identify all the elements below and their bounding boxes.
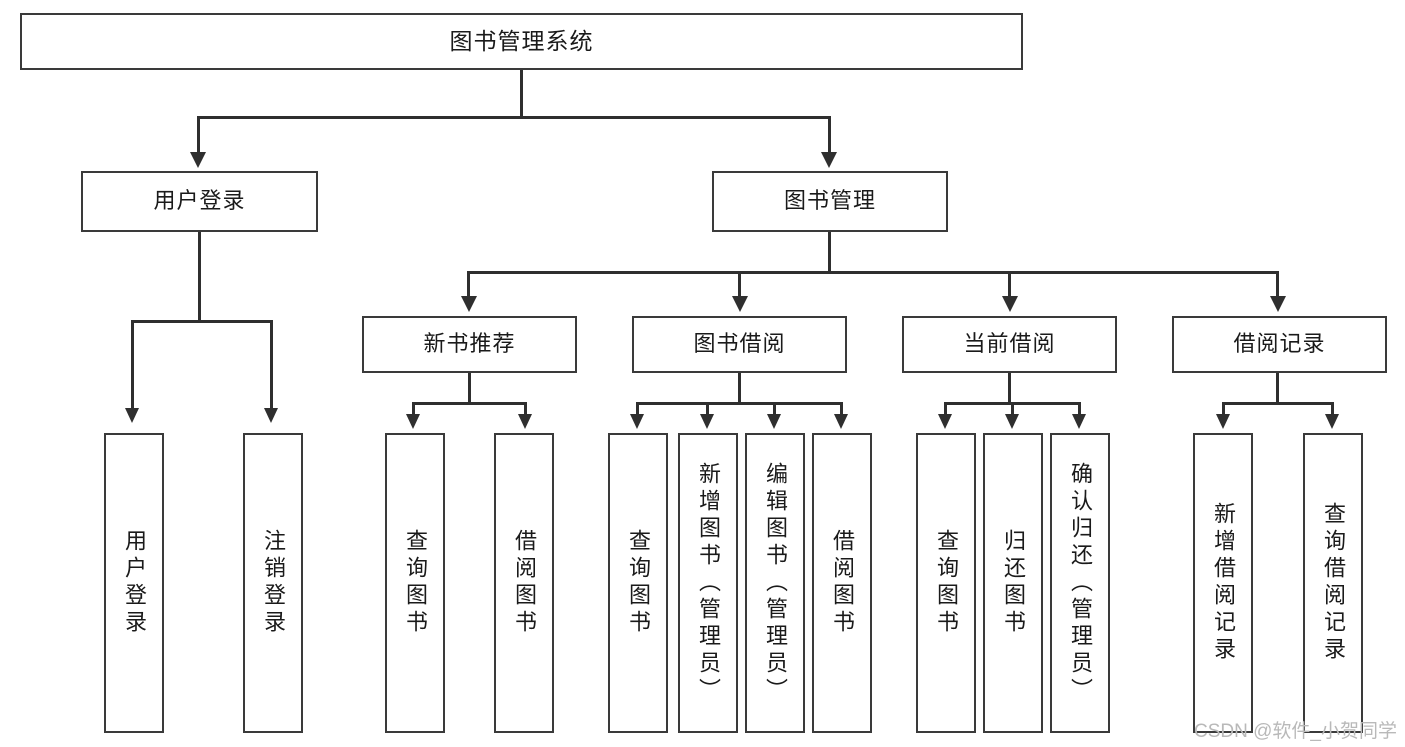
edge-borrow-record-bus — [1222, 402, 1334, 405]
edge-book-borrow-bus — [636, 402, 843, 405]
edge-new-book-bus — [412, 402, 527, 405]
edge-current-borrow-child-1 — [944, 402, 947, 416]
node-label: 当前借阅 — [963, 331, 1056, 357]
leaf-borrow-record-add[interactable]: 新增借阅记录 — [1193, 433, 1253, 733]
leaf-label: 查询图书 — [934, 529, 959, 637]
arrow-new-book-child-1 — [406, 414, 420, 429]
edge-book-borrow-child-4 — [840, 402, 843, 416]
leaf-user-login-logout[interactable]: 注销登录 — [243, 433, 303, 733]
leaf-label: 查询图书 — [403, 529, 428, 637]
leaf-label: 查询借阅记录 — [1321, 502, 1346, 664]
edge-book-mgmt-to-book-borrow — [738, 271, 741, 298]
edge-current-borrow-child-3 — [1078, 402, 1081, 416]
node-book-management[interactable]: 图书管理 — [712, 171, 948, 232]
edge-book-mgmt-to-current-borrow — [1008, 271, 1011, 298]
arrow-book-mgmt-to-new-book — [461, 296, 477, 312]
arrow-root-to-book-mgmt — [821, 152, 837, 168]
edge-book-mgmt-stem — [828, 232, 831, 273]
leaf-label: 确认归还（管理员） — [1068, 461, 1093, 705]
node-label: 图书借阅 — [693, 331, 786, 357]
arrow-book-borrow-child-2 — [700, 414, 714, 429]
edge-new-book-child-2 — [524, 402, 527, 416]
edge-book-borrow-child-3 — [773, 402, 776, 416]
edge-current-borrow-stem — [1008, 373, 1011, 404]
leaf-book-borrow-borrow[interactable]: 借阅图书 — [812, 433, 872, 733]
edge-user-login-stem — [198, 232, 201, 322]
edge-root-bus — [197, 116, 831, 119]
leaf-label: 用户登录 — [122, 529, 147, 637]
arrow-current-borrow-child-2 — [1005, 414, 1019, 429]
leaf-label: 注销登录 — [261, 529, 286, 637]
arrow-current-borrow-child-1 — [938, 414, 952, 429]
edge-borrow-record-child-1 — [1222, 402, 1225, 416]
edge-current-borrow-child-2 — [1011, 402, 1014, 416]
edge-user-login-child-2 — [270, 320, 273, 410]
arrow-book-borrow-child-4 — [834, 414, 848, 429]
edge-user-login-child-1 — [131, 320, 134, 410]
arrow-new-book-child-2 — [518, 414, 532, 429]
arrow-root-to-user-login — [190, 152, 206, 168]
node-root-system[interactable]: 图书管理系统 — [20, 13, 1023, 70]
arrow-book-mgmt-to-borrow-record — [1270, 296, 1286, 312]
leaf-label: 借阅图书 — [512, 529, 537, 637]
leaf-label: 新增借阅记录 — [1211, 502, 1236, 664]
edge-book-borrow-stem — [738, 373, 741, 404]
leaf-label: 查询图书 — [626, 529, 651, 637]
leaf-new-book-query[interactable]: 查询图书 — [385, 433, 445, 733]
leaf-book-borrow-query[interactable]: 查询图书 — [608, 433, 668, 733]
node-current-borrow[interactable]: 当前借阅 — [902, 316, 1117, 373]
leaf-borrow-record-query[interactable]: 查询借阅记录 — [1303, 433, 1363, 733]
leaf-new-book-borrow[interactable]: 借阅图书 — [494, 433, 554, 733]
edge-borrow-record-child-2 — [1331, 402, 1334, 416]
node-label: 图书管理系统 — [449, 27, 594, 54]
arrow-book-mgmt-to-current-borrow — [1002, 296, 1018, 312]
node-new-book-recommend[interactable]: 新书推荐 — [362, 316, 577, 373]
node-label: 新书推荐 — [423, 331, 516, 357]
arrow-book-borrow-child-3 — [767, 414, 781, 429]
arrow-user-login-child-2 — [264, 408, 278, 423]
node-label: 用户登录 — [153, 188, 246, 214]
edge-root-to-user-login — [197, 116, 200, 154]
leaf-label: 新增图书（管理员） — [696, 461, 721, 705]
leaf-label: 归还图书 — [1001, 529, 1026, 637]
edge-borrow-record-stem — [1276, 373, 1279, 404]
edge-root-to-book-mgmt — [828, 116, 831, 154]
arrow-borrow-record-child-1 — [1216, 414, 1230, 429]
arrow-borrow-record-child-2 — [1325, 414, 1339, 429]
leaf-book-borrow-edit[interactable]: 编辑图书（管理员） — [745, 433, 805, 733]
edge-new-book-child-1 — [412, 402, 415, 416]
leaf-user-login-login[interactable]: 用户登录 — [104, 433, 164, 733]
leaf-current-borrow-confirm-return[interactable]: 确认归还（管理员） — [1050, 433, 1110, 733]
node-book-borrow[interactable]: 图书借阅 — [632, 316, 847, 373]
arrow-current-borrow-child-3 — [1072, 414, 1086, 429]
edge-user-login-bus — [131, 320, 270, 323]
arrow-book-mgmt-to-book-borrow — [732, 296, 748, 312]
edge-root-stem — [520, 70, 523, 118]
edge-book-mgmt-bus — [467, 271, 1279, 274]
leaf-label: 借阅图书 — [830, 529, 855, 637]
leaf-current-borrow-return[interactable]: 归还图书 — [983, 433, 1043, 733]
node-user-login[interactable]: 用户登录 — [81, 171, 318, 232]
edge-book-mgmt-to-new-book — [467, 271, 470, 298]
edge-book-borrow-child-2 — [706, 402, 709, 416]
arrow-user-login-child-1 — [125, 408, 139, 423]
edge-book-mgmt-to-borrow-record — [1276, 271, 1279, 298]
leaf-label: 编辑图书（管理员） — [763, 461, 788, 705]
edge-new-book-stem — [468, 373, 471, 404]
leaf-current-borrow-query[interactable]: 查询图书 — [916, 433, 976, 733]
edge-book-borrow-child-1 — [636, 402, 639, 416]
node-borrow-record[interactable]: 借阅记录 — [1172, 316, 1387, 373]
leaf-book-borrow-add[interactable]: 新增图书（管理员） — [678, 433, 738, 733]
node-label: 借阅记录 — [1233, 331, 1326, 357]
node-label: 图书管理 — [783, 188, 876, 214]
arrow-book-borrow-child-1 — [630, 414, 644, 429]
